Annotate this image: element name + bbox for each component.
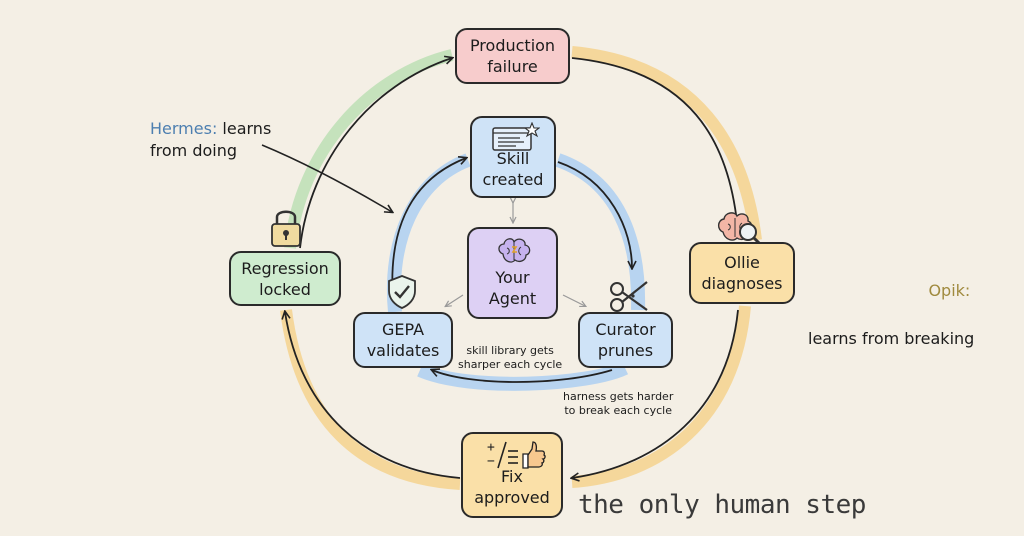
opik-text: learns from breaking [808, 329, 975, 348]
fix-approved-label: Fix approved [474, 467, 550, 507]
your-agent-label: Your Agent [488, 268, 537, 308]
gepa-validates-label: GEPA validates [366, 320, 440, 360]
hermes-annotation: Hermes: learns from doing [150, 118, 271, 162]
human-step-note: the only human step [578, 490, 866, 520]
skill-created-node: Skill created [470, 116, 556, 198]
ollie-diagnoses-node: Ollie diagnoses [689, 242, 795, 304]
svg-text:+: + [487, 440, 495, 455]
regression-locked-node: Regression locked [229, 251, 341, 306]
brain-icon [496, 237, 532, 270]
production-failure-label: Production failure [469, 36, 556, 76]
your-agent-node: Your Agent [467, 227, 558, 319]
opik-name: Opik: [928, 281, 971, 300]
outer-arrows [285, 58, 738, 478]
ollie-diagnoses-label: Ollie diagnoses [701, 253, 783, 293]
curator-prunes-label: Curator prunes [595, 320, 656, 360]
gepa-validates-node: GEPA validates [353, 312, 453, 368]
agent-links [446, 202, 585, 306]
ollie-brain-magnifier-icon [715, 210, 765, 250]
hermes-text: learns from doing [150, 119, 272, 160]
production-failure-node: Production failure [455, 28, 570, 84]
harness-note: harness gets harder to break each cycle [563, 390, 674, 417]
curator-prunes-node: Curator prunes [578, 312, 673, 368]
svg-text:−: − [487, 454, 495, 469]
padlock-icon [268, 205, 304, 249]
hermes-name: Hermes: [150, 119, 218, 138]
scissors-icon [607, 278, 651, 314]
document-star-icon [490, 121, 541, 159]
outer-ring [280, 46, 762, 490]
skill-library-note: skill library gets sharper each cycle [458, 344, 563, 371]
fix-approved-node: + − Fix approved [461, 432, 563, 518]
opik-annotation: Opik: learns from breaking [808, 255, 974, 351]
skill-created-label: Skill created [482, 149, 544, 189]
shield-check-icon [386, 274, 418, 310]
regression-locked-label: Regression locked [241, 258, 329, 299]
inner-arrows [391, 158, 632, 383]
plus-minus-thumbs-up-icon: + − [485, 438, 547, 477]
hermes-pointer-arrow [261, 144, 392, 212]
